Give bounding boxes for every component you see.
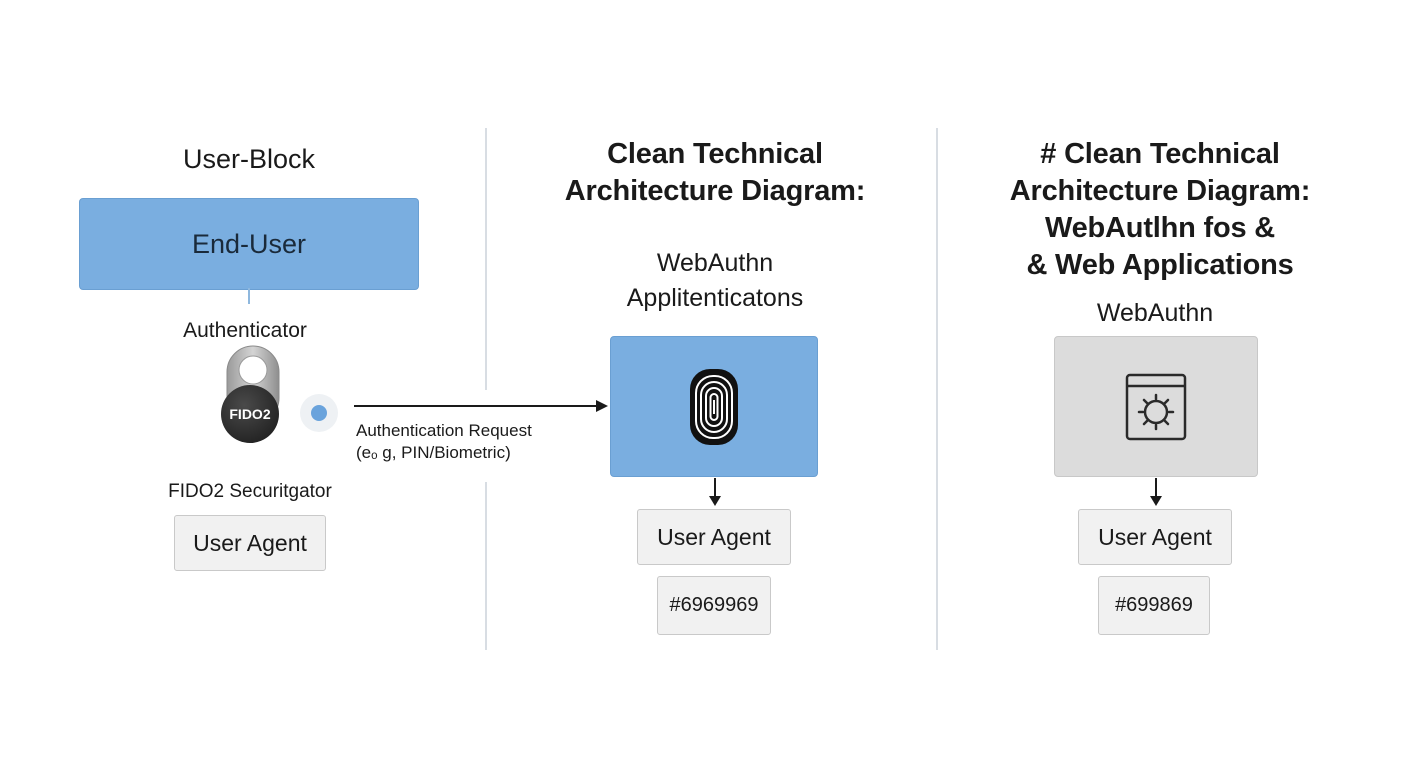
webauthn-browser-box: [1054, 336, 1258, 477]
fido2-security-label: FIDO2 Securitgator: [168, 481, 332, 502]
middle-title: Clean Technical Architecture Diagram:: [520, 136, 910, 210]
fido2-key-label: FIDO2: [229, 406, 271, 422]
middle-user-agent-label: User Agent: [657, 523, 771, 550]
right-user-agent-label: User Agent: [1098, 523, 1212, 550]
middle-user-agent-button[interactable]: User Agent: [637, 509, 791, 565]
webauthn-app-box: [610, 336, 818, 477]
auth-request-line2: (eₒ g, PIN/Biometric): [356, 443, 511, 462]
divider-left: [485, 128, 487, 390]
left-user-agent-button[interactable]: User Agent: [174, 515, 326, 571]
right-user-agent-button[interactable]: User Agent: [1078, 509, 1232, 565]
middle-subtitle: WebAuthn Applitenticatons: [560, 246, 870, 316]
right-title: # Clean Technical Architecture Diagram: …: [975, 136, 1345, 284]
middle-sub-line2: Applitenticatons: [626, 284, 804, 312]
middle-title-line2: Architecture Diagram:: [564, 175, 866, 207]
browser-gear-icon: [1125, 373, 1187, 440]
end-user-label: End-User: [191, 228, 307, 259]
auth-request-arrow: [354, 400, 608, 412]
divider-right: [936, 128, 938, 650]
auth-request-line1: Authentication Request: [356, 421, 532, 440]
user-block-title: User-Block: [182, 144, 316, 174]
right-code-label: #699869: [1115, 594, 1193, 616]
auth-request-text: Authentication Request (eₒ g, PIN/Biomet…: [356, 420, 576, 464]
middle-code-box: #6969969: [657, 576, 771, 635]
left-user-agent-label: User Agent: [193, 529, 307, 556]
right-subtitle: WebAuthn: [1040, 296, 1270, 331]
middle-sub-line1: WebAuthn: [656, 249, 774, 277]
right-title-line4: & Web Applications: [1026, 249, 1294, 281]
right-code-box: #699869: [1098, 576, 1210, 635]
middle-title-line1: Clean Technical: [607, 138, 823, 170]
security-key-icon: FIDO2: [213, 344, 293, 454]
fingerprint-icon: [690, 368, 738, 445]
right-title-line1: # Clean Technical: [1040, 138, 1280, 170]
divider-left-lower: [485, 482, 487, 650]
status-dot-icon: [300, 394, 338, 432]
right-title-line3: WebAutlhn foѕ &: [1044, 212, 1276, 244]
authenticator-label: Authenticator: [183, 319, 307, 342]
right-title-line2: Architecture Diagram:: [1009, 175, 1311, 207]
end-user-connector: [248, 288, 250, 304]
middle-down-arrow: [709, 478, 721, 506]
right-sub-line1: WebAuthn: [1096, 299, 1214, 327]
right-down-arrow: [1150, 478, 1162, 506]
middle-code-label: #6969969: [669, 594, 759, 616]
end-user-box: End-User: [79, 198, 419, 290]
